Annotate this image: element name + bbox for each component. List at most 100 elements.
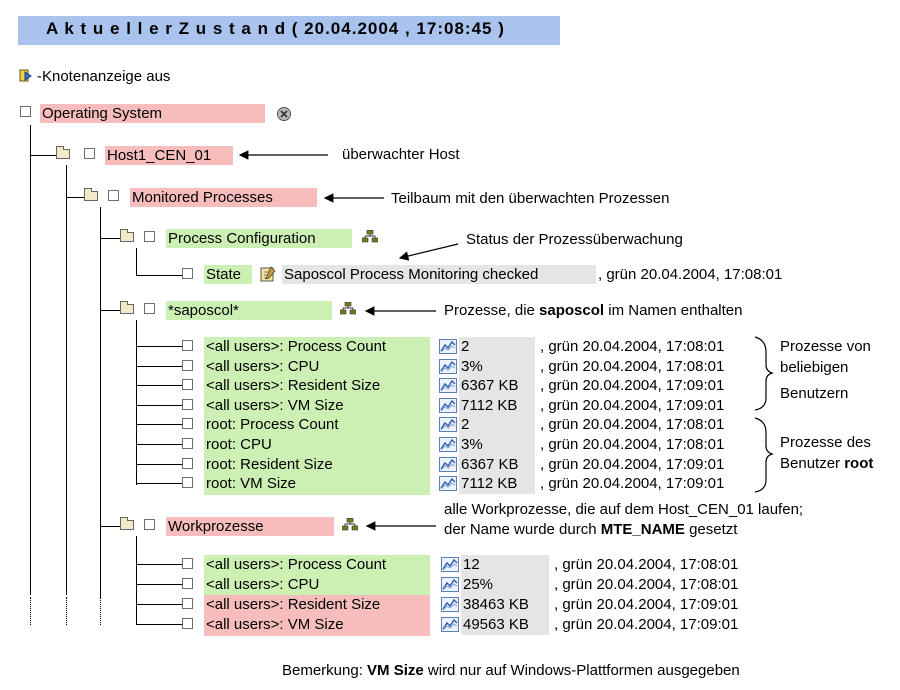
- annotation-host: überwachter Host: [342, 146, 460, 163]
- node-checkbox[interactable]: [144, 519, 155, 530]
- chart-icon[interactable]: [441, 617, 459, 632]
- legend-text: -Knotenanzeige aus: [37, 68, 171, 85]
- network-icon[interactable]: [362, 230, 378, 243]
- metric-label[interactable]: <all users>: CPU: [204, 575, 430, 596]
- metric-label[interactable]: <all users>: Resident Size: [204, 595, 430, 616]
- node-checkbox[interactable]: [182, 598, 193, 609]
- folder-open-icon[interactable]: [120, 301, 134, 314]
- node-checkbox[interactable]: [182, 398, 193, 410]
- metric-value: 2: [459, 415, 535, 435]
- chart-icon[interactable]: [441, 577, 459, 592]
- state-status: , grün 20.04.2004, 17:08:01: [598, 266, 783, 283]
- tree-line: [136, 248, 137, 275]
- node-checkbox[interactable]: [182, 340, 193, 351]
- chart-icon[interactable]: [439, 437, 457, 452]
- chart-icon[interactable]: [439, 358, 457, 374]
- node-checkbox[interactable]: [182, 418, 193, 430]
- folder-open-icon[interactable]: [120, 229, 134, 242]
- metric-value: 49563 KB: [461, 615, 549, 635]
- metric-label[interactable]: root: CPU: [204, 435, 430, 456]
- metric-status: , grün 20.04.2004, 17:09:01: [554, 616, 739, 633]
- annotation-work-1: alle Workprozesse, die auf dem Host_CEN_…: [444, 501, 804, 518]
- note-icon: [260, 266, 276, 282]
- annotation-status: Status der Prozessüberwachung: [466, 231, 683, 248]
- metric-label[interactable]: <all users>: CPU: [204, 356, 430, 378]
- node-checkbox[interactable]: [84, 148, 95, 159]
- node-checkbox[interactable]: [182, 618, 193, 629]
- metric-value: 6367 KB: [459, 376, 535, 396]
- chart-icon[interactable]: [439, 476, 457, 492]
- metric-status: , grün 20.04.2004, 17:09:01: [554, 596, 739, 613]
- chart-icon[interactable]: [441, 597, 459, 612]
- tree-line: [136, 346, 182, 347]
- metric-value: 3%: [459, 435, 535, 455]
- close-icon[interactable]: [276, 106, 292, 122]
- metric-label[interactable]: root: VM Size: [204, 474, 430, 495]
- metric-status: , grün 20.04.2004, 17:08:01: [540, 357, 725, 375]
- chart-icon[interactable]: [439, 417, 457, 433]
- metric-label[interactable]: root: Process Count: [204, 415, 430, 436]
- tree-line: [136, 365, 182, 367]
- metric-label[interactable]: <all users>: Process Count: [204, 337, 430, 358]
- tree-line: [66, 165, 67, 595]
- tree-line: [30, 155, 56, 156]
- tree-line: [136, 320, 137, 485]
- node-operating-system[interactable]: Operating System: [40, 104, 265, 123]
- annotation-any-users-3: Benutzern: [780, 385, 849, 402]
- folder-open-icon[interactable]: [120, 517, 134, 530]
- tree-line-dotted: [66, 597, 68, 625]
- chart-icon[interactable]: [439, 456, 457, 472]
- chart-icon[interactable]: [439, 397, 457, 413]
- metric-status: , grün 20.04.2004, 17:08:01: [540, 416, 725, 434]
- metric-status: , grün 20.04.2004, 17:09:01: [540, 396, 725, 414]
- annotation-remark: Bemerkung: VM Size wird nur auf Windows-…: [282, 662, 740, 679]
- tree-line: [136, 624, 182, 625]
- node-checkbox[interactable]: [144, 231, 155, 242]
- node-workprozesse[interactable]: Workprozesse: [166, 517, 334, 536]
- node-monitored-processes[interactable]: Monitored Processes: [130, 188, 317, 207]
- chart-icon[interactable]: [441, 557, 459, 572]
- node-checkbox[interactable]: [108, 190, 119, 201]
- annotation-any-users-2: beliebigen: [780, 359, 849, 376]
- chart-icon[interactable]: [439, 339, 457, 354]
- node-checkbox[interactable]: [182, 457, 193, 469]
- tree-line: [66, 197, 84, 198]
- chart-icon[interactable]: [439, 378, 457, 394]
- node-checkbox[interactable]: [182, 379, 193, 391]
- node-checkbox[interactable]: [144, 303, 155, 314]
- node-checkbox[interactable]: [182, 359, 193, 371]
- node-checkbox[interactable]: [182, 477, 193, 489]
- metric-value: 7112 KB: [459, 474, 535, 494]
- metric-label[interactable]: <all users>: Resident Size: [204, 376, 430, 397]
- tree-line: [100, 310, 120, 311]
- node-process-configuration[interactable]: Process Configuration: [166, 229, 352, 248]
- tree-line: [136, 275, 182, 276]
- node-state[interactable]: State: [204, 265, 252, 284]
- folder-open-icon[interactable]: [56, 146, 70, 159]
- node-display-off-icon[interactable]: [18, 68, 34, 84]
- metric-label[interactable]: <all users>: VM Size: [204, 395, 430, 417]
- state-value: Saposcol Process Monitoring checked: [282, 265, 596, 284]
- node-saposcol[interactable]: *saposcol*: [166, 301, 332, 320]
- node-host[interactable]: Host1_CEN_01: [105, 146, 233, 165]
- metric-value: 25%: [461, 575, 549, 595]
- network-icon[interactable]: [340, 302, 356, 315]
- annotation-root-2: Benutzer root: [780, 455, 874, 472]
- metric-value: 12: [461, 555, 549, 575]
- network-icon[interactable]: [342, 518, 358, 531]
- tree-line: [30, 125, 31, 595]
- metric-label[interactable]: root: Resident Size: [204, 454, 430, 476]
- tree-line: [136, 444, 182, 445]
- folder-open-icon[interactable]: [84, 188, 98, 201]
- node-checkbox[interactable]: [182, 578, 193, 589]
- metric-label[interactable]: <all users>: Process Count: [204, 555, 430, 576]
- metric-value: 38463 KB: [461, 595, 549, 615]
- node-checkbox[interactable]: [182, 558, 193, 569]
- metric-label[interactable]: <all users>: VM Size: [204, 615, 430, 636]
- metric-status: , grün 20.04.2004, 17:08:01: [540, 436, 725, 453]
- title-banner: A k t u e l l e r Z u s t a n d ( 20.04.…: [18, 16, 560, 45]
- tree-line: [136, 536, 137, 625]
- node-checkbox[interactable]: [20, 106, 31, 117]
- node-checkbox[interactable]: [182, 438, 193, 449]
- node-checkbox[interactable]: [182, 268, 193, 279]
